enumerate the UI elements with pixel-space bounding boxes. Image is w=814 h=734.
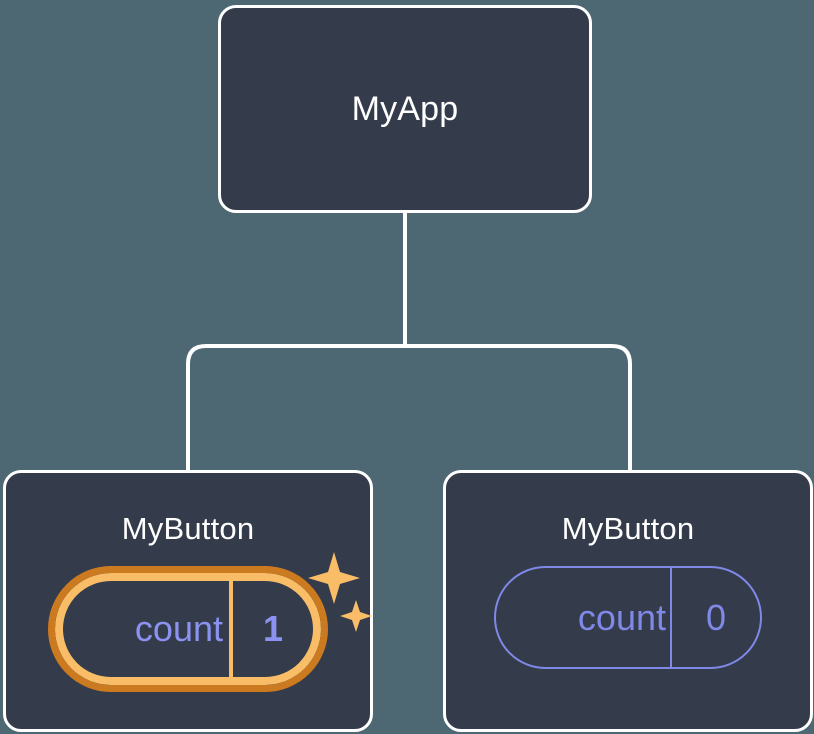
state-pill-plain[interactable]: count 0 — [494, 566, 762, 669]
component-card-mybutton-left[interactable]: MyButton count 1 — [3, 470, 373, 732]
state-key-cell-right: count — [496, 568, 672, 667]
component-label-mybutton-left: MyButton — [121, 511, 255, 546]
sparkle-small-icon — [340, 600, 372, 632]
state-value-label-left: 1 — [262, 608, 284, 649]
state-key-cell-left: count — [63, 581, 233, 677]
component-card-mybutton-right[interactable]: MyButton count 0 — [443, 470, 813, 732]
state-pill-wrapper-right: count 0 — [494, 566, 762, 669]
component-label-myapp: MyApp — [351, 90, 459, 128]
state-key-label-right: count — [577, 596, 666, 638]
state-pill-inner-ring: count 1 — [55, 573, 321, 685]
connector-branch-bus — [186, 344, 632, 470]
state-value-label-right: 0 — [705, 596, 727, 638]
state-pill-highlighted[interactable]: count 1 — [48, 566, 328, 692]
component-card-root[interactable]: MyApp — [218, 5, 592, 213]
state-value-cell-left: 1 — [233, 581, 313, 677]
state-pill-wrapper-left: count 1 — [48, 552, 372, 692]
component-label-mybutton-right: MyButton — [561, 511, 695, 546]
state-value-cell-right: 0 — [672, 568, 760, 667]
state-key-label-left: count — [134, 608, 223, 649]
